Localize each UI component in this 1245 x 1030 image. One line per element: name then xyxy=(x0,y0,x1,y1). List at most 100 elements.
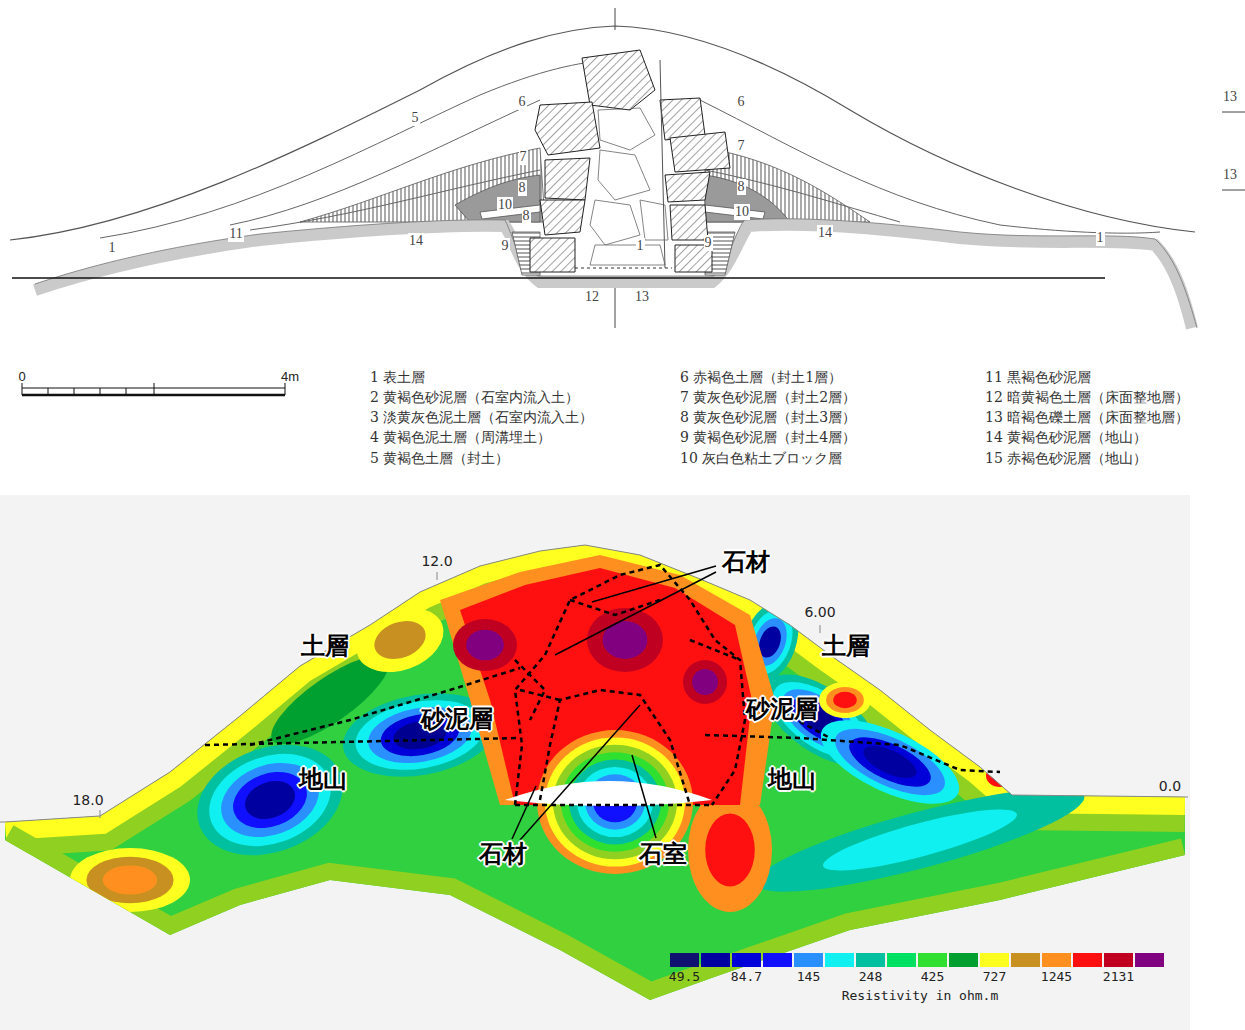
layer-number: 13 xyxy=(1222,167,1238,183)
colorbar-value: 145 xyxy=(797,970,820,985)
color-swatch xyxy=(980,953,1009,967)
mound-section-part xyxy=(660,60,665,268)
mound-section-part-part xyxy=(670,205,708,240)
axis-value: 18.0 xyxy=(72,792,103,808)
layer-number: 8 xyxy=(518,180,527,196)
layer-number: 1 xyxy=(1096,230,1105,246)
plot-background xyxy=(0,495,1190,1030)
plot-outline-part xyxy=(820,625,821,633)
region-label: 石材 xyxy=(722,549,770,577)
layer-number: 7 xyxy=(519,149,528,165)
mound-section-part xyxy=(575,268,672,269)
mound-section-part-part xyxy=(670,132,730,172)
mound-section-part xyxy=(700,100,1160,233)
layer-number: 13 xyxy=(1222,89,1238,105)
scale-label: 4m xyxy=(281,370,299,385)
boundary-dashes-part xyxy=(520,690,560,700)
mound-section-part xyxy=(590,108,668,265)
boundary-dashes-part xyxy=(515,660,545,720)
resistivity-contour xyxy=(819,798,1021,882)
layer-number: 6 xyxy=(737,94,746,110)
resistivity-contour xyxy=(826,715,954,809)
resistivity-contour xyxy=(842,727,937,796)
resistivity-contour xyxy=(240,774,301,825)
mound-section-part xyxy=(12,277,1105,279)
resistivity-contour xyxy=(819,682,871,718)
layer-legend-item: 13 暗褐色礫土層（床面整地層） xyxy=(985,409,1189,425)
layer-legend-item: 11 黒褐色砂泥層 xyxy=(985,369,1091,385)
boundary-dashes-part xyxy=(690,640,740,660)
plot-outline-part xyxy=(0,545,1188,822)
plot-outline-part xyxy=(437,572,438,580)
color-swatch xyxy=(918,953,947,967)
color-step xyxy=(1011,953,1040,967)
layer-legend-item: 1 表土層 xyxy=(370,369,425,385)
mound-section-part xyxy=(100,60,610,238)
mound-section-part-part xyxy=(598,108,655,150)
mound-section-part xyxy=(1222,112,1245,113)
color-step xyxy=(701,953,730,967)
layer-number: 10 xyxy=(734,204,750,220)
map-base xyxy=(0,500,1190,1030)
layer-number: 13 xyxy=(634,289,650,305)
mound-section-part xyxy=(615,288,616,328)
colorbar-value: 1245 xyxy=(1041,970,1072,985)
leader-lines-part xyxy=(512,786,536,839)
plot-outline-part xyxy=(100,810,101,818)
layer-legend-item: 9 黄褐色砂泥層（封土4層） xyxy=(680,429,856,445)
colorbar-value: 2131 xyxy=(1103,970,1134,985)
region-label: 地山 xyxy=(768,766,816,794)
region-label: 地山 xyxy=(299,766,347,794)
region-label: 砂泥層 xyxy=(746,696,818,724)
color-swatch xyxy=(1104,953,1133,967)
mound-section-part xyxy=(1222,190,1245,191)
layer-legend-item: 4 黄褐色泥土層（周溝埋土） xyxy=(370,429,551,445)
mound-section-part-part xyxy=(582,50,655,110)
mound-section-part xyxy=(615,8,616,30)
layer-legend-item: 12 暗黄褐色土層（床面整地層） xyxy=(985,389,1189,405)
layer-number: 12 xyxy=(584,289,600,305)
layer-legend-item: 8 黄灰色砂泥層（封土3層） xyxy=(680,409,856,425)
color-step xyxy=(763,953,792,967)
color-swatch xyxy=(856,953,885,967)
color-swatch xyxy=(1042,953,1071,967)
plot-outline xyxy=(0,545,1188,822)
mound-section xyxy=(10,8,1245,328)
boundary-dashes-part xyxy=(515,565,745,805)
layer-legend-item: 7 黄灰色砂泥層（封土2層） xyxy=(680,389,856,405)
color-step xyxy=(825,953,854,967)
layer-legend-item: 15 赤褐色砂泥層（地山） xyxy=(985,450,1147,466)
layer-number: 1 xyxy=(636,238,645,254)
layer-number: 9 xyxy=(704,235,713,251)
resistivity-contour xyxy=(103,865,157,894)
mound-section-part-part xyxy=(545,158,590,200)
layer-legend-item: 5 黄褐色土層（封土） xyxy=(370,450,509,466)
leader-lines xyxy=(512,566,716,840)
mound-section-part xyxy=(530,50,730,272)
color-swatch xyxy=(794,953,823,967)
mound-section-part-part xyxy=(530,238,575,272)
colorbar-value: 49.5 xyxy=(669,970,700,985)
scale-bar-part xyxy=(154,383,155,395)
scale-label: 0 xyxy=(18,370,25,385)
resistivity-contour xyxy=(683,660,727,704)
resistivity-contour xyxy=(587,608,663,672)
resistivity-contour xyxy=(809,703,970,821)
resistivity-map xyxy=(0,500,1190,1030)
scale-bar-part xyxy=(100,388,101,395)
resistivity-contour xyxy=(86,857,173,904)
plot-outline-part xyxy=(505,781,712,806)
resistivity-contour xyxy=(70,848,190,912)
layer-number: 5 xyxy=(411,110,420,126)
boundary-dashes-part xyxy=(250,668,520,745)
scale-bar-part xyxy=(126,388,127,395)
leader-lines-part xyxy=(632,755,656,838)
mound-section-part xyxy=(705,175,790,222)
color-step xyxy=(1135,953,1164,967)
region-label: 石室 xyxy=(639,841,687,869)
layer-number: 14 xyxy=(817,225,833,241)
resistivity-contour xyxy=(688,788,772,912)
layer-number: 8 xyxy=(737,179,746,195)
mound-section-part xyxy=(300,148,545,222)
